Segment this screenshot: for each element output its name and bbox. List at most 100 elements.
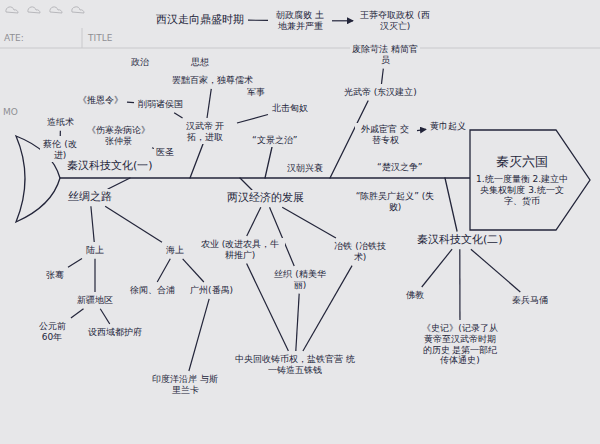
- branch-line: [189, 299, 209, 371]
- node-text: 印度洋沿岸 与斯里兰卡: [152, 374, 218, 396]
- branch-text: 汉武帝 开拓，进取: [175, 120, 235, 144]
- node-text: 秦汉科技文化(二): [417, 233, 503, 246]
- branch-text: “文景之治”: [250, 134, 299, 147]
- branch-line: [68, 259, 82, 268]
- node-text: 《伤寒杂病论》 张仲景: [86, 125, 150, 147]
- branch-line: [127, 102, 134, 104]
- paper-rule: [82, 28, 83, 48]
- branch-text: 北击匈奴: [270, 102, 310, 115]
- node-text: “楚汉之争”: [377, 162, 422, 173]
- branch-text: 西汉走向鼎盛时期: [154, 12, 246, 27]
- branch-text: 张骞: [44, 269, 66, 282]
- branch-text: 徐闻、合浦: [128, 284, 177, 297]
- branch-line: [60, 131, 61, 136]
- node-text: 丝织 (精美华丽): [272, 269, 328, 291]
- node-text: 北击匈奴: [272, 103, 308, 114]
- node-text: “文景之治”: [252, 135, 297, 146]
- branch-text: 秦汉科技文化(二): [415, 232, 505, 247]
- branch-line: [422, 249, 452, 287]
- paper-print: ATE:: [3, 33, 25, 43]
- node-text: 汉朝兴衰: [287, 163, 323, 174]
- node-text: 医圣: [156, 147, 174, 158]
- branch-text: 秦汉科技文化(一): [65, 158, 155, 173]
- branch-text: 设西域都护府: [86, 326, 144, 339]
- node-text: 中央回收铸币权，盐铁官营 统一铸造五铢钱: [232, 354, 358, 376]
- head-title: 秦灭六国: [496, 154, 548, 170]
- branch-text: 《伤寒杂病论》 张仲景: [84, 124, 152, 148]
- branch-line: [174, 113, 182, 118]
- branch-text: 汉朝兴衰: [285, 162, 325, 175]
- branch-text: 农业 (改进农具，牛耕推广): [195, 238, 285, 262]
- branch-line: [282, 207, 336, 238]
- branch-text: 广州(番禺): [188, 284, 235, 297]
- node-text: 农业 (改进农具，牛耕推广): [197, 239, 283, 261]
- fish-bone: [265, 147, 272, 178]
- branch-text: 印度洋沿岸 与斯里兰卡: [150, 373, 220, 397]
- node-text: 两汉经济的发展: [227, 191, 304, 204]
- branch-text: 中央回收铸币权，盐铁官营 统一铸造五铢钱: [230, 353, 360, 377]
- branch-line: [417, 129, 426, 130]
- branch-label: 政治: [130, 56, 150, 69]
- branch-line: [207, 89, 211, 118]
- fish-head: 秦灭六国 1.统一度量衡 2.建立中央集权制度 3.统一文字、货币: [468, 128, 592, 232]
- paper-print: TITLE: [87, 33, 113, 43]
- node-text: 新疆地区: [77, 295, 113, 306]
- paper-print: MO: [2, 107, 19, 117]
- branch-text: 光武帝 (东汉建立): [342, 86, 419, 99]
- paper-icons: [6, 7, 84, 13]
- branch-text: 两汉经济的发展: [225, 190, 306, 205]
- branch-text: 外戚宦官 交替专权: [355, 123, 415, 147]
- branch-text: 陆上: [84, 244, 106, 257]
- node-text: 《推恩令》: [78, 95, 123, 106]
- branch-line: [94, 259, 95, 292]
- branch-text: 《史记》(记录了从黄帝至汉武帝时期的历史 是第一部纪传体通史): [420, 322, 500, 367]
- branch-line: [332, 20, 353, 21]
- branch-label: 军事: [246, 86, 266, 99]
- node-text: 丝绸之路: [68, 190, 112, 203]
- node-text: 西汉走向鼎盛时期: [156, 13, 244, 26]
- branch-text: 冶铁 (冶铁技术): [330, 240, 390, 264]
- branch-line: [247, 207, 261, 236]
- fish-bone: [445, 178, 457, 231]
- branch-text: 新疆地区: [75, 294, 115, 307]
- node-text: 设西域都护府: [88, 327, 142, 338]
- branch-text: 黄巾起义: [428, 120, 468, 133]
- branch-line: [91, 206, 94, 242]
- branch-text: 海上: [164, 244, 186, 257]
- head-body: 1.统一度量衡 2.建立中央集权制度 3.统一文字、货币: [474, 174, 570, 206]
- branch-text: 丝绸之路: [66, 189, 114, 204]
- branch-text: 丝织 (精美华丽): [270, 268, 330, 292]
- node-text: 张骞: [46, 270, 64, 281]
- node-text: 朝政腐败 土地兼并严重: [272, 10, 328, 32]
- branch-text: 秦兵马俑: [510, 294, 550, 307]
- branch-text: 医圣: [154, 146, 176, 159]
- branch-text: 公元前60年: [32, 320, 72, 344]
- fish-bone: [108, 178, 130, 189]
- node-text: 造纸术: [47, 117, 74, 128]
- branch-line: [157, 259, 170, 282]
- branch-text: 废除苛法 精简官员: [350, 43, 420, 67]
- branch-line: [471, 249, 520, 292]
- branch-line: [381, 69, 383, 84]
- node-text: 公元前60年: [34, 321, 70, 343]
- node-text: 王莽夺取政权 (西汉灭亡): [357, 10, 433, 32]
- node-text: 光武帝 (东汉建立): [344, 87, 417, 98]
- node-text: 徐闻、合浦: [130, 285, 175, 296]
- branch-line: [237, 114, 268, 123]
- branch-text: 朝政腐败 土地兼并严重: [270, 9, 330, 33]
- branch-text: 《推恩令》: [76, 94, 125, 107]
- fish-bone: [240, 178, 252, 190]
- node-text: 广州(番禺): [190, 285, 233, 296]
- node-text: 海上: [166, 245, 184, 256]
- branch-text: 王莽夺取政权 (西汉灭亡): [355, 9, 435, 33]
- node-text: 《史记》(记录了从黄帝至汉武帝时期的历史 是第一部纪传体通史): [422, 323, 498, 366]
- node-text: 佛教: [406, 290, 424, 301]
- branch-text: 罢黜百家，独尊儒术: [170, 74, 255, 87]
- node-text: 陆上: [86, 245, 104, 256]
- node-text: 黄巾起义: [430, 121, 466, 132]
- fish-bone: [190, 144, 203, 178]
- branch-line: [71, 309, 84, 318]
- node-text: 秦兵马俑: [512, 295, 548, 306]
- node-text: 罢黜百家，独尊儒术: [172, 75, 253, 86]
- branch-label: 思想: [190, 56, 210, 69]
